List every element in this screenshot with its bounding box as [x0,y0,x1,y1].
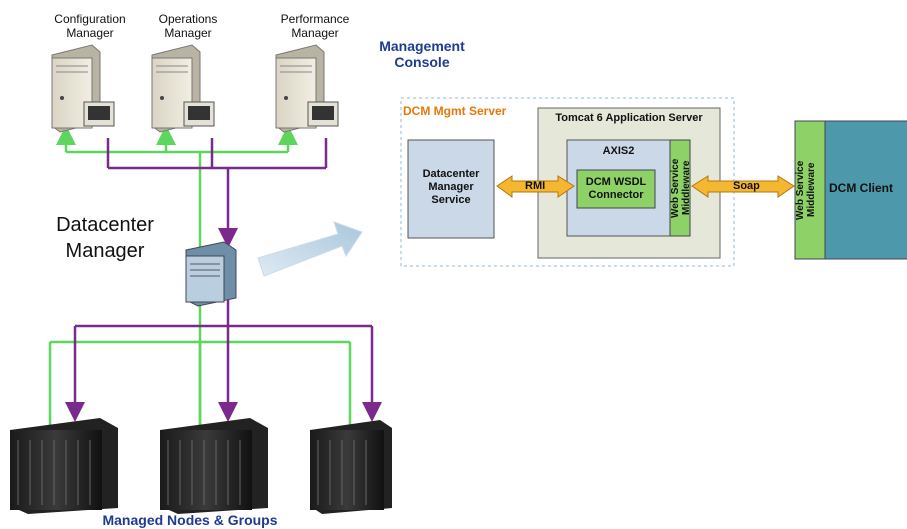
dcm-service-label: Datacenter Manager Service [422,168,480,206]
client-middleware-label: Web Service Middleware [795,160,817,220]
soap-arrow [691,175,795,198]
connector-label: DCM WSDL Connector [585,176,647,201]
client-middleware-box [794,120,826,260]
soap-label: Soap [733,180,760,192]
bottom-purple-links [65,300,382,422]
rack-icon-2 [160,418,268,514]
dcm-service-box [407,139,495,239]
label-perf-manager: Performance Manager [280,12,350,40]
datacenter-manager-label: Datacenter Manager [56,214,154,262]
rack-icon-3 [310,420,392,514]
axis-label: AXIS2 [602,145,635,157]
connector-box [576,169,656,209]
label-ops-manager: Operations Manager [158,12,218,40]
bottom-green-links [48,300,352,430]
label-config-manager: Configuration Manager [54,12,126,40]
tomcat-label: Tomcat 6 Application Server [555,112,703,124]
rmi-arrow [496,175,575,198]
server-middleware-box [669,139,691,237]
client-box [824,120,907,260]
dcm-client-label: DCM Client [829,181,893,195]
server-icon-perf [275,44,339,133]
dcm-server-icon [185,241,237,307]
management-console-label: Management Console [379,38,465,70]
big-arrow [257,221,363,277]
server-middleware-label: Web Service Middleware [670,158,692,218]
rack-icon-1 [10,418,118,514]
server-icon-config [51,44,115,133]
rmi-label: RMI [525,180,546,192]
server-icon-ops [151,44,215,133]
dcm-server-title: DCM Mgmt Server [403,104,507,118]
top-purple-links [106,138,328,248]
managed-nodes-label: Managed Nodes & Groups [102,512,278,528]
